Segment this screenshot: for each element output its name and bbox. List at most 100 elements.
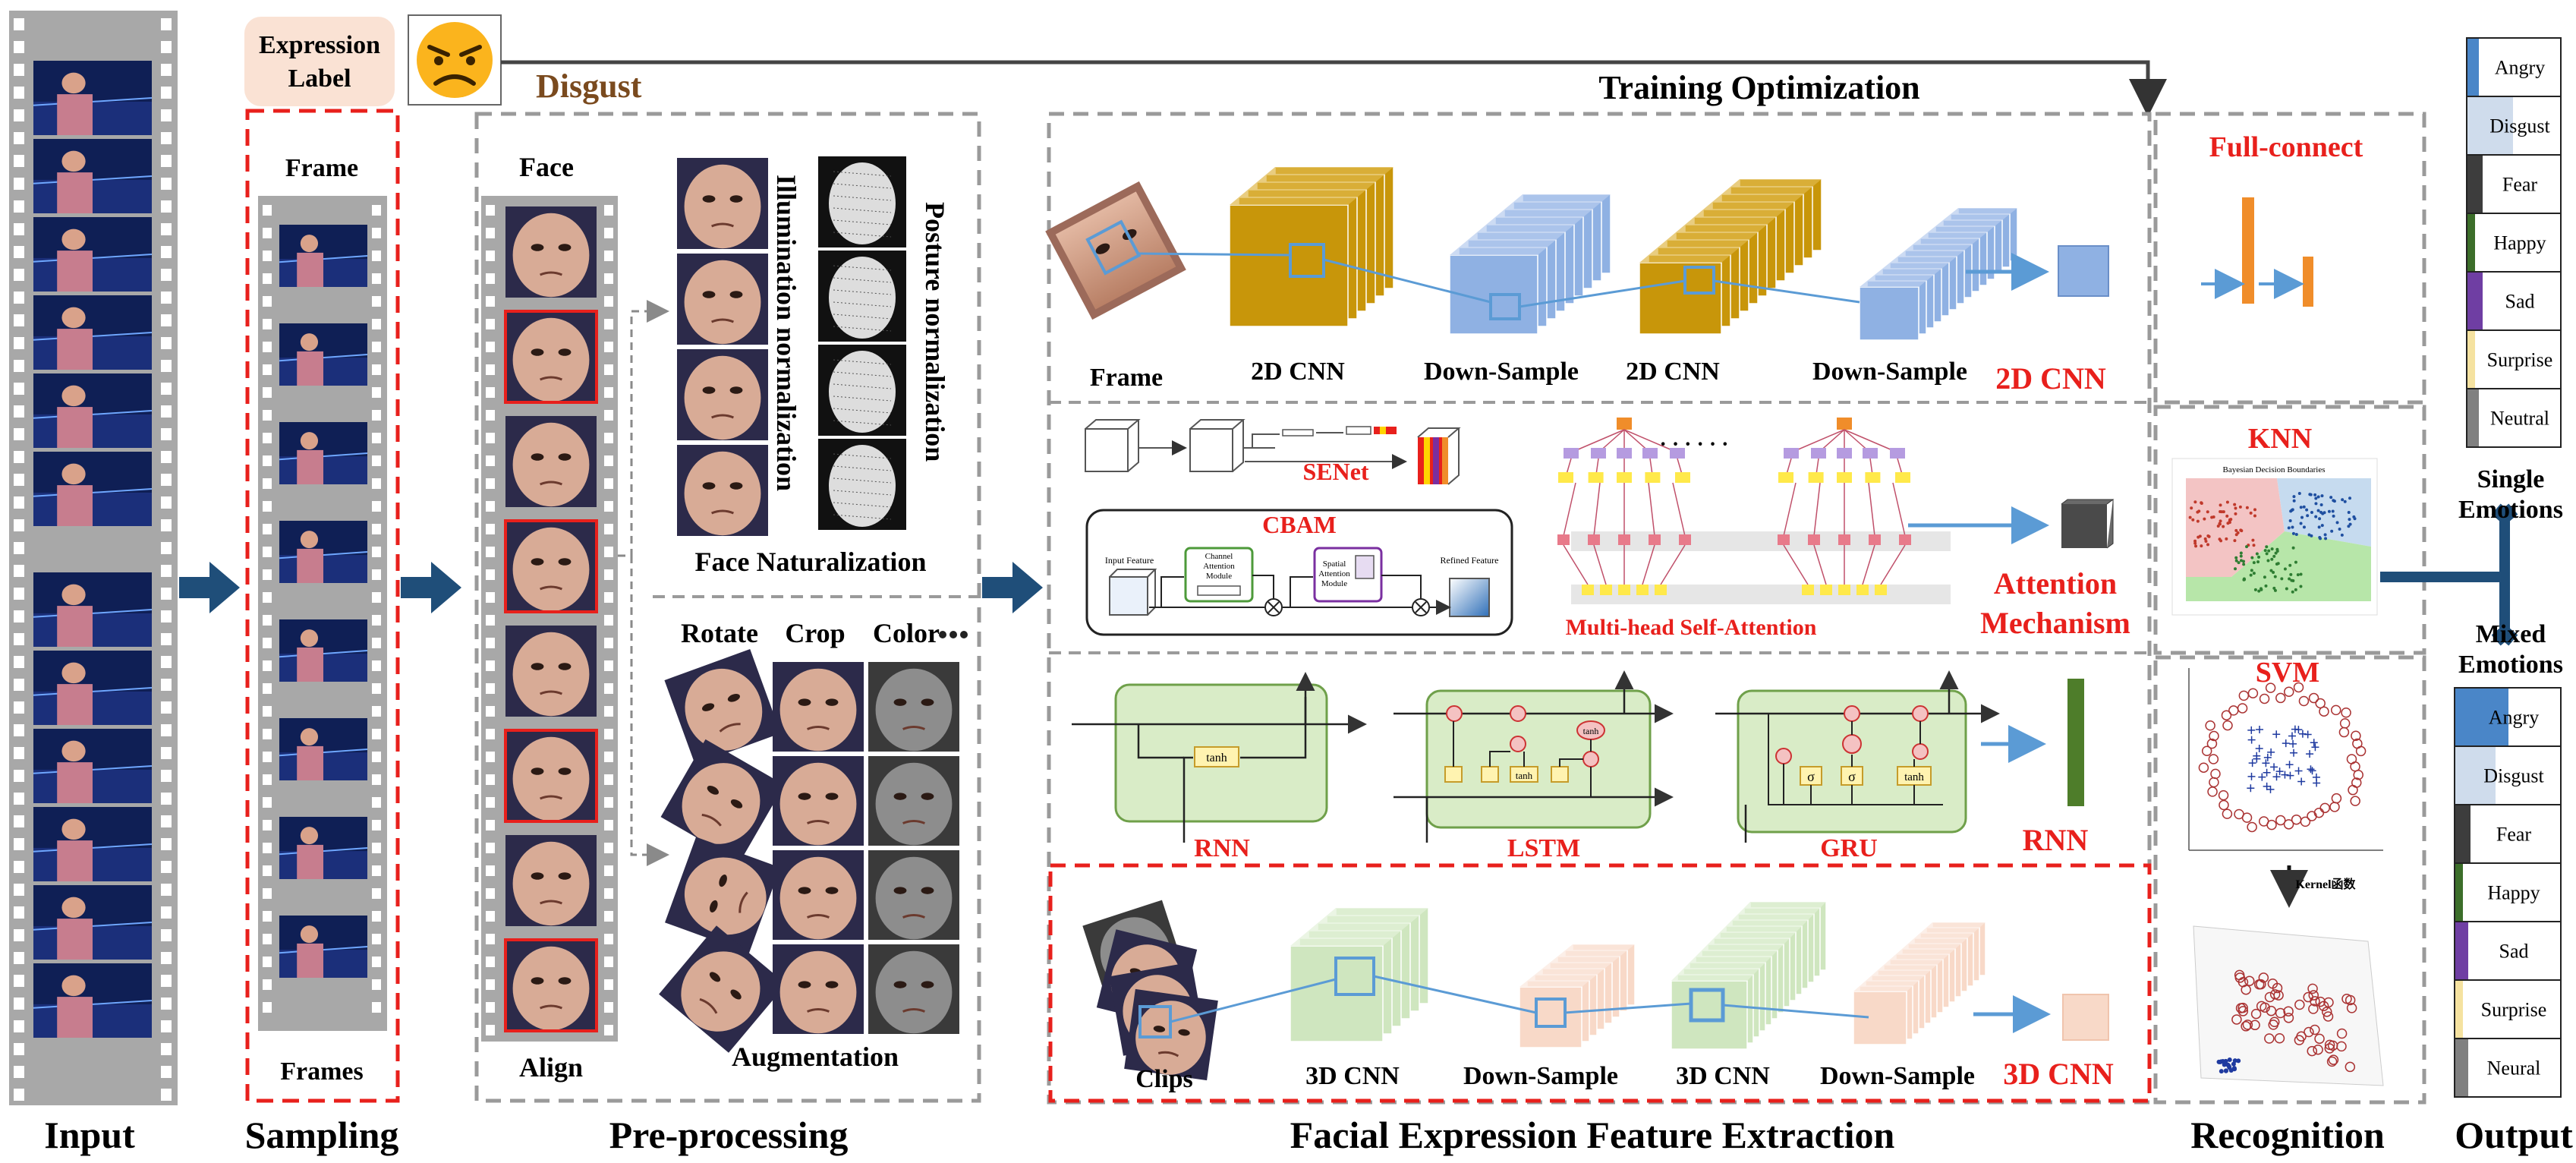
arrow-input-sampling: [179, 562, 240, 613]
augmented-face: [868, 662, 959, 752]
full-connect-diagram: [2201, 197, 2313, 307]
emotion-bar: [2455, 1039, 2468, 1096]
emotion-bar: [2467, 97, 2513, 154]
aligned-face: [505, 626, 597, 717]
training-optimization-arrow: [501, 60, 2167, 117]
augmented-face: [773, 944, 864, 1034]
cnn3d-clips-label: Clips: [1135, 1065, 1193, 1093]
gru-sigma-1: σ: [1807, 769, 1815, 784]
arrow-preprocessing-extraction: [982, 562, 1043, 613]
emotion-label: Surprise: [2481, 999, 2547, 1021]
more-dots-icon: [939, 631, 968, 638]
expression-label-badge: [244, 17, 395, 106]
sampling-frame: [279, 718, 368, 780]
emotion-bar: [2455, 864, 2463, 921]
cnn3d-title: 3D CNN: [2003, 1057, 2114, 1091]
emotion-row: Happy: [2466, 213, 2562, 273]
posture-sketches: [818, 156, 906, 530]
emotion-bar: [2467, 273, 2483, 329]
input-frame: [33, 61, 153, 135]
emotion-bar: [2467, 331, 2475, 388]
crop-label: Crop: [785, 618, 845, 648]
emotion-label: Disgust: [2489, 115, 2550, 137]
svm-3d-plot: [2193, 925, 2384, 1086]
posture-sketch: [818, 439, 906, 530]
emotion-row: Disgust: [2454, 745, 2562, 805]
rotate-label: Rotate: [681, 618, 758, 648]
knn-plot: [2171, 458, 2378, 616]
mhsa-label: Multi-head Self-Attention: [1566, 615, 1817, 640]
sampling-frame: [279, 225, 368, 287]
cbam-label: CBAM: [1262, 511, 1337, 538]
multi-head-self-attention-diagram: [1557, 418, 1951, 604]
emotion-label: Sad: [2505, 291, 2535, 313]
emotion-row: Neural: [2454, 1038, 2562, 1098]
sampling-film-strip: [258, 196, 387, 1031]
cnn2d-layer-gold-1: [1229, 166, 1394, 327]
augmented-face: [773, 850, 864, 940]
arrow-sampling-preprocessing: [401, 562, 461, 613]
emotion-row: Surprise: [2466, 329, 2562, 389]
rnn-cell: [1072, 672, 1367, 843]
augmented-face: [868, 756, 959, 846]
gru-tanh: tanh: [1904, 771, 1924, 783]
augmented-face: [664, 649, 781, 764]
aligned-face: [505, 730, 597, 821]
input-frame: [33, 139, 153, 213]
cnn2d-layer-blue-1: [1449, 194, 1611, 335]
emotion-row: Sad: [2466, 271, 2562, 331]
cbam-channel-l1: Channel: [1205, 552, 1233, 561]
stage-preprocessing: Pre-processing: [609, 1114, 849, 1156]
sampling-frame: [279, 916, 368, 978]
rnn-cell-label: RNN: [1194, 834, 1250, 862]
aligned-face: [505, 940, 597, 1031]
senet-diagram: [1085, 419, 1461, 485]
illumination-face: [677, 349, 768, 440]
posture-label: Posture normalization: [920, 202, 950, 462]
attention-title-l1: Attention: [1994, 566, 2117, 600]
lstm-cell: [1393, 670, 1674, 843]
cnn3d-cnn2-label: 3D CNN: [1676, 1062, 1770, 1090]
aligned-face: [505, 311, 597, 402]
attention-output-block: [2061, 499, 2115, 549]
posture-sketch: [818, 156, 906, 247]
input-frame: [33, 807, 153, 881]
senet-label: SENet: [1302, 458, 1368, 485]
stage-output: Output: [2455, 1114, 2573, 1156]
arrow-to-output: [2380, 503, 2518, 646]
input-frame: [33, 651, 153, 725]
cnn2d-down1-label: Down-Sample: [1424, 358, 1579, 386]
expression-label-line2: Label: [288, 65, 351, 93]
cbam-input-feature: Input Feature: [1105, 555, 1154, 566]
illumination-faces: [677, 158, 768, 536]
illumination-label: Illumination normalization: [771, 175, 801, 491]
emotion-row: Happy: [2454, 862, 2562, 922]
emotion-bar: [2455, 922, 2468, 979]
emotion-bar: [2455, 747, 2496, 804]
knn-plot-title: Bayesian Decision Boundaries: [2222, 465, 2325, 474]
cnn3d-layer-peach-2: [1853, 922, 1986, 1045]
emotion-label: Surprise: [2487, 349, 2553, 371]
face-naturalization-label: Face Naturalization: [695, 547, 927, 577]
emotion-label: Angry: [2495, 57, 2545, 79]
cnn3d-layer-green-2: [1671, 901, 1827, 1050]
emotion-row: Neutral: [2466, 388, 2562, 448]
single-emotions-title-l2: Emotions: [2458, 496, 2563, 524]
align-film-strip: [481, 196, 618, 1042]
emotion-label: Angry: [2489, 707, 2539, 729]
cbam-channel-l2: Attention: [1203, 562, 1235, 571]
cnn3d-down1-label: Down-Sample: [1463, 1062, 1618, 1090]
emotion-label: Neural: [2487, 1057, 2541, 1079]
augmented-face: [660, 739, 785, 863]
augmentation-grid: [659, 649, 959, 1053]
cnn2d-cnn2-label: 2D CNN: [1626, 358, 1720, 386]
input-film-strip: [9, 11, 178, 1105]
full-connect-label: Full-connect: [2209, 131, 2363, 163]
gru-sigma-2: σ: [1848, 769, 1856, 784]
emotion-row: Sad: [2454, 921, 2562, 981]
cnn2d-layer-blue-2: [1859, 207, 2018, 341]
cnn3d-cnn1-label: 3D CNN: [1305, 1062, 1400, 1090]
aligned-face: [505, 206, 597, 298]
